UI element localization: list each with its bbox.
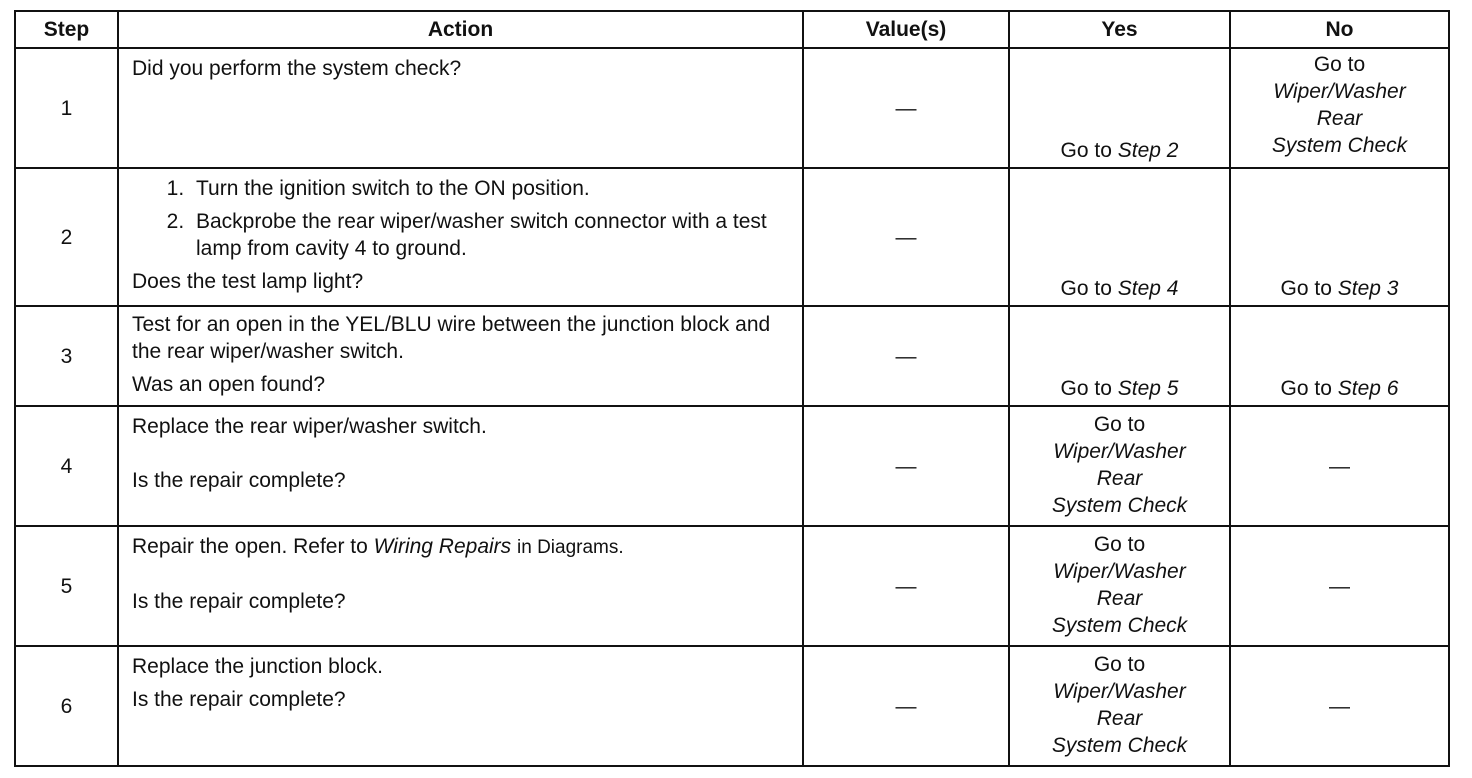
step-number: 4 <box>14 405 119 527</box>
table-row: 5 Repair the open. Refer to Wiring Repai… <box>14 525 1450 647</box>
action-cell: Test for an open in the YEL/BLU wire bet… <box>117 305 804 407</box>
yes-prefix: Go to <box>1093 652 1146 676</box>
action-question: Is the repair complete? <box>132 688 346 711</box>
value-cell: — <box>802 525 1010 647</box>
yes-cell: Go to Step 2 <box>1008 47 1231 169</box>
yes-link-step[interactable]: Step 4 <box>1117 277 1179 300</box>
no-cell: Go to Step 6 <box>1229 305 1450 407</box>
yes-cell: Go to Wiper/Washer Rear System Check <box>1008 525 1231 647</box>
value-cell: — <box>802 305 1010 407</box>
yes-cell: Go to Wiper/Washer Rear System Check <box>1008 405 1231 527</box>
table-row: 1 Did you perform the system check? — Go… <box>14 47 1450 169</box>
table-row: 2 Turn the ignition switch to the ON pos… <box>14 167 1450 307</box>
action-question: Is the repair complete? <box>132 590 346 613</box>
no-cell: Go to Step 3 <box>1229 167 1450 307</box>
wiring-repairs-link[interactable]: Wiring Repairs <box>373 535 512 558</box>
yes-cell: Go to Wiper/Washer Rear System Check <box>1008 645 1231 767</box>
step-number: 1 <box>14 47 119 169</box>
step-number: 5 <box>14 525 119 647</box>
step-number: 6 <box>14 645 119 767</box>
yes-link-step[interactable]: Step 5 <box>1117 377 1179 400</box>
yes-link-line-2[interactable]: Rear <box>1096 586 1143 610</box>
step-number: 2 <box>14 167 119 307</box>
action-cell: Replace the junction block. Is the repai… <box>117 645 804 767</box>
yes-prefix: Go to <box>1060 277 1112 300</box>
header-row: Step Action Value(s) Yes No <box>14 10 1450 49</box>
yes-cell: Go to Step 4 <box>1008 167 1231 307</box>
action-text: Test for an open in the YEL/BLU wire bet… <box>132 313 771 363</box>
list-item: Backprobe the rear wiper/washer switch c… <box>190 208 790 262</box>
action-cell: Replace the rear wiper/washer switch. Is… <box>117 405 804 527</box>
no-link-step[interactable]: Step 3 <box>1337 277 1399 300</box>
no-link-line-2[interactable]: Rear <box>1316 107 1363 130</box>
yes-prefix: Go to <box>1060 377 1112 400</box>
header-no: No <box>1229 10 1450 49</box>
action-text: Repair the open. Refer to Wiring Repairs… <box>132 533 790 561</box>
yes-cell: Go to Step 5 <box>1008 305 1231 407</box>
yes-prefix: Go to <box>1093 412 1146 436</box>
action-suffix: in Diagrams. <box>517 537 624 558</box>
value-cell: — <box>802 645 1010 767</box>
table-row: 4 Replace the rear wiper/washer switch. … <box>14 405 1450 527</box>
yes-link-line-1[interactable]: Wiper/Washer <box>1053 679 1186 703</box>
no-cell: Go to Wiper/Washer Rear System Check <box>1229 47 1450 169</box>
yes-prefix: Go to <box>1060 139 1112 162</box>
yes-link-line-2[interactable]: Rear <box>1096 466 1143 490</box>
no-link-line-1[interactable]: Wiper/Washer <box>1273 80 1406 103</box>
yes-link-line-3[interactable]: System Check <box>1051 613 1188 637</box>
no-cell: — <box>1229 645 1450 767</box>
no-prefix: Go to <box>1280 377 1332 400</box>
action-text: Replace the junction block. <box>132 655 383 678</box>
list-item: Turn the ignition switch to the ON posit… <box>190 175 790 202</box>
action-question: Is the repair complete? <box>132 469 346 492</box>
no-prefix: Go to <box>1313 53 1366 76</box>
action-cell: Repair the open. Refer to Wiring Repairs… <box>117 525 804 647</box>
yes-link-step[interactable]: Step 2 <box>1117 139 1179 162</box>
step-number: 3 <box>14 305 119 407</box>
value-cell: — <box>802 47 1010 169</box>
yes-link-line-3[interactable]: System Check <box>1051 493 1188 517</box>
header-action: Action <box>117 10 804 49</box>
no-prefix: Go to <box>1280 277 1332 300</box>
table-row: 3 Test for an open in the YEL/BLU wire b… <box>14 305 1450 407</box>
header-step: Step <box>14 10 119 49</box>
action-cell: Did you perform the system check? <box>117 47 804 169</box>
action-cell: Turn the ignition switch to the ON posit… <box>117 167 804 307</box>
action-question: Was an open found? <box>132 373 326 396</box>
yes-link-line-2[interactable]: Rear <box>1096 706 1143 730</box>
value-cell: — <box>802 167 1010 307</box>
yes-prefix: Go to <box>1093 532 1146 556</box>
yes-link-line-1[interactable]: Wiper/Washer <box>1053 439 1186 463</box>
action-prefix: Repair the open. Refer to <box>132 535 368 558</box>
action-question: Does the test lamp light? <box>132 270 364 293</box>
action-text: Did you perform the system check? <box>132 57 462 80</box>
no-cell: — <box>1229 525 1450 647</box>
action-text: Replace the rear wiper/washer switch. <box>132 415 487 438</box>
no-link-line-3[interactable]: System Check <box>1271 134 1408 157</box>
header-yes: Yes <box>1008 10 1231 49</box>
value-cell: — <box>802 405 1010 527</box>
table-row: 6 Replace the junction block. Is the rep… <box>14 645 1450 767</box>
header-values: Value(s) <box>802 10 1010 49</box>
no-cell: — <box>1229 405 1450 527</box>
no-link-step[interactable]: Step 6 <box>1337 377 1399 400</box>
yes-link-line-1[interactable]: Wiper/Washer <box>1053 559 1186 583</box>
action-steps-list: Turn the ignition switch to the ON posit… <box>132 175 790 262</box>
diagnostic-table: Step Action Value(s) Yes No 1 Did you pe… <box>14 10 1450 767</box>
yes-link-line-3[interactable]: System Check <box>1051 733 1188 757</box>
